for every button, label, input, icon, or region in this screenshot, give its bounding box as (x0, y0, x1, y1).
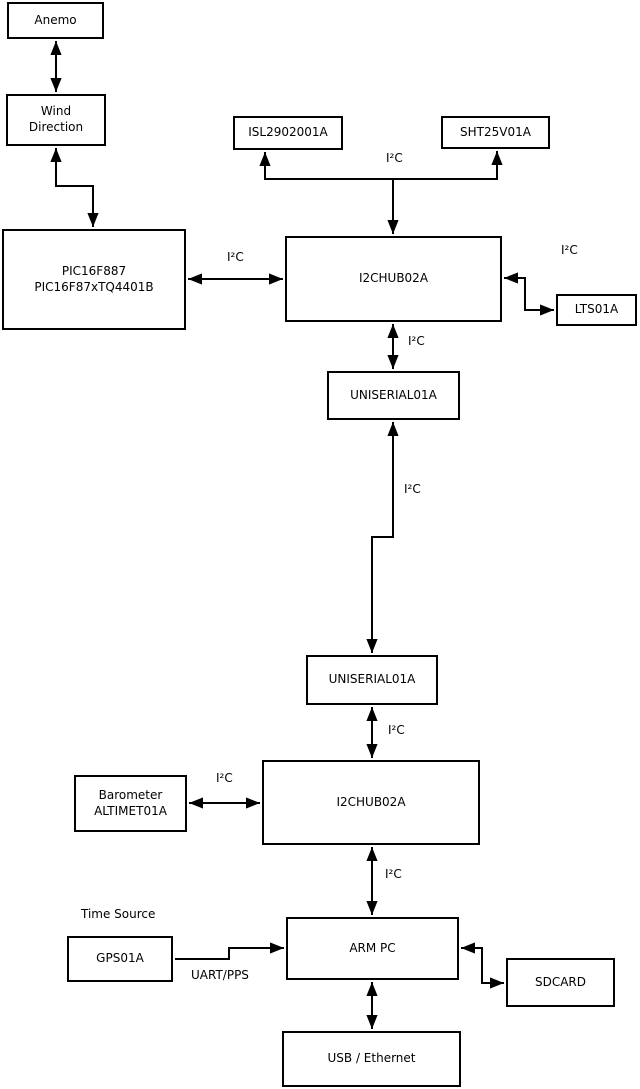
node-usb-ethernet-label: USB / Ethernet (327, 1051, 416, 1066)
edge-label-i2c-uniserial2-hub2: I²C (388, 723, 405, 737)
node-pic16f887-label-line2: PIC16F87xTQ4401B (34, 279, 154, 294)
node-sdcard: SDCARD (506, 958, 615, 1007)
node-i2chub02a-2: I2CHUB02A (262, 760, 480, 845)
node-gps01a: GPS01A (67, 936, 173, 982)
node-barometer-altimet01a: Barometer ALTIMET01A (74, 775, 187, 832)
node-anemo: Anemo (7, 2, 104, 39)
node-i2chub02a-1: I2CHUB02A (285, 236, 502, 322)
edge-label-i2c-hub1-lts: I²C (561, 243, 578, 257)
edge-wind-pic (50, 148, 99, 227)
edge-label-i2c-isl-sht: I²C (386, 151, 403, 165)
node-arm-pc: ARM PC (286, 917, 459, 980)
node-i2chub02a-1-label: I2CHUB02A (358, 271, 429, 286)
node-lts01a: LTS01A (556, 294, 637, 326)
node-pic16f887: PIC16F887 PIC16F87xTQ4401B (2, 229, 186, 330)
edge-uniserial-link (366, 422, 399, 653)
node-barometer-label-line2: ALTIMET01A (94, 803, 167, 818)
edge-label-i2c-pic-hub1: I²C (227, 250, 244, 264)
node-usb-ethernet: USB / Ethernet (282, 1031, 461, 1087)
node-sdcard-label: SDCARD (534, 974, 587, 989)
edge-gps-armpc (175, 942, 284, 960)
node-lts01a-label: LTS01A (574, 302, 619, 317)
node-uniserial01a-2: UNISERIAL01A (306, 655, 438, 705)
node-arm-pc-label: ARM PC (349, 940, 396, 955)
edge-armpc-sdcard (461, 942, 504, 989)
node-gps01a-label: GPS01A (96, 951, 144, 966)
edge-label-uart-pps: UART/PPS (191, 968, 249, 982)
node-uniserial01a-1: UNISERIAL01A (327, 371, 460, 420)
node-i2chub02a-2-label: I2CHUB02A (336, 794, 406, 809)
edge-hub1-isl-sht (259, 151, 503, 180)
edge-label-i2c-hub2-armpc: I²C (385, 867, 402, 881)
node-sht25v01a: SHT25V01A (441, 116, 550, 149)
node-sht25v01a-label: SHT25V01A (460, 124, 531, 139)
node-isl2902001a-label: ISL2902001A (248, 125, 328, 140)
edge-hub1-lts (504, 272, 554, 316)
node-isl2902001a: ISL2902001A (233, 116, 343, 150)
node-wind-direction: Wind Direction (6, 94, 106, 146)
node-wind-direction-label-line2: Direction (28, 120, 84, 134)
edge-label-i2c-uniserial-link: I²C (404, 482, 421, 496)
node-uniserial01a-2-label: UNISERIAL01A (328, 672, 416, 687)
edge-label-time-source: Time Source (81, 907, 156, 921)
node-pic16f887-label-line1: PIC16F887 (61, 263, 127, 278)
edge-label-i2c-barometer-hub2: I²C (216, 771, 233, 785)
edge-label-i2c-hub1-uniserial1: I²C (408, 334, 425, 348)
node-wind-direction-label-line1: Wind (40, 104, 72, 119)
node-barometer-label-line1: Barometer (98, 787, 163, 802)
node-anemo-label: Anemo (34, 12, 77, 27)
node-uniserial01a-1-label: UNISERIAL01A (350, 387, 437, 402)
